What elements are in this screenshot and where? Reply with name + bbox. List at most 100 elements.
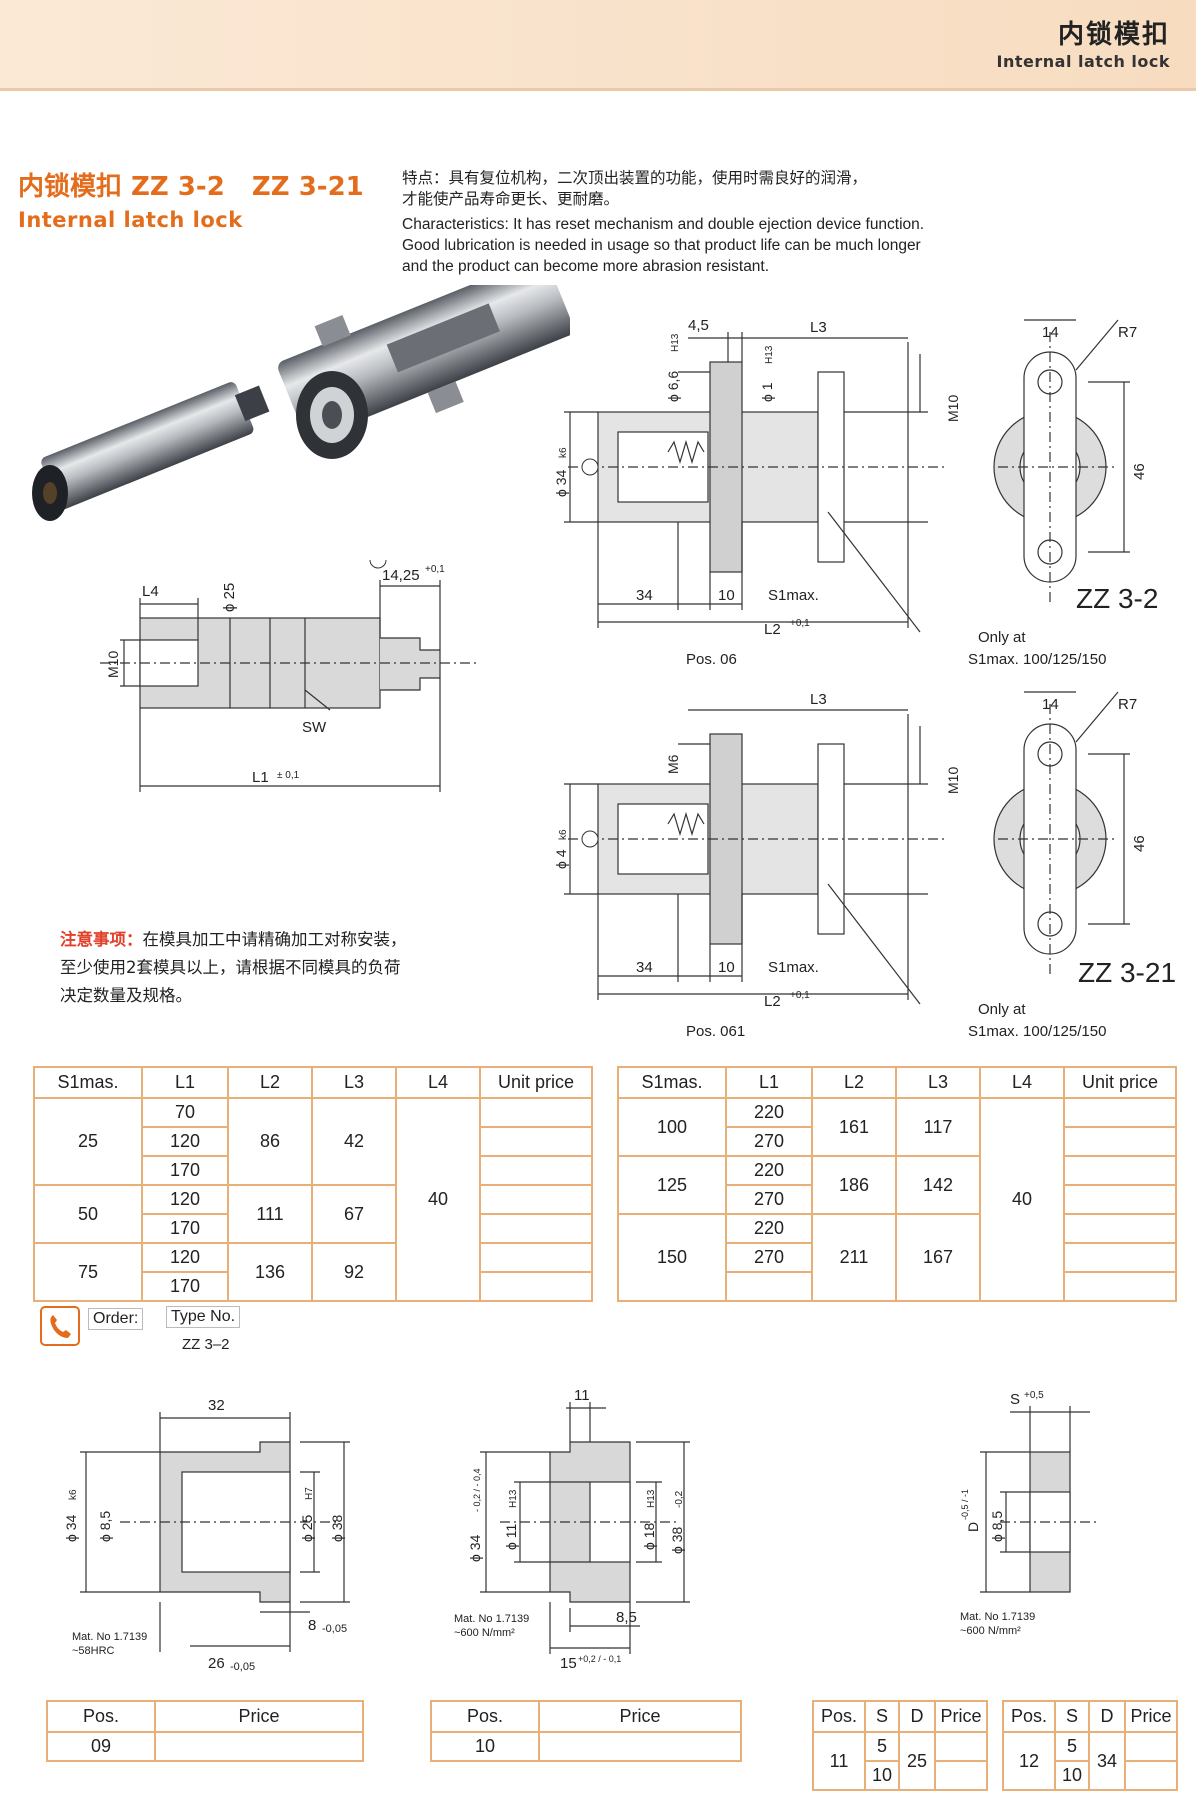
cell-price[interactable] xyxy=(1063,1271,1177,1302)
cell-price[interactable] xyxy=(154,1731,364,1762)
dim-phi85: ϕ 8,5 xyxy=(989,1511,1005,1542)
col-header: L1 xyxy=(141,1066,229,1099)
cell-l1: 170 xyxy=(141,1155,229,1186)
cell-l2: 161 xyxy=(811,1097,897,1157)
cell-price[interactable] xyxy=(479,1242,593,1273)
cell-price[interactable] xyxy=(934,1731,988,1762)
col-header: L1 xyxy=(725,1066,813,1099)
header-title-cn: 内锁模扣 xyxy=(1057,20,1170,50)
dim-phi11: ϕ 11 xyxy=(503,1524,519,1550)
only-at-2: S1max. 100/125/150 xyxy=(968,651,1106,668)
cell-price[interactable] xyxy=(1063,1213,1177,1244)
dim-phi34-tol: - 0,2 / - 0,4 xyxy=(472,1468,482,1512)
table-row: 170 xyxy=(34,1271,593,1302)
cell-price[interactable] xyxy=(479,1184,593,1215)
only-at-2: S1max. 100/125/150 xyxy=(968,1023,1106,1040)
cell-s1: 100 xyxy=(617,1097,727,1157)
col-header: Price xyxy=(934,1700,988,1733)
cell-pos: 09 xyxy=(46,1731,156,1762)
product-title-cn: 内锁模扣 ZZ 3-2 ZZ 3-21 xyxy=(18,172,364,202)
dim-phi38: ϕ 38 xyxy=(669,1526,685,1554)
dim-m10-side: M10 xyxy=(945,395,961,422)
cell-l1: 270 xyxy=(725,1242,813,1273)
cell-price[interactable] xyxy=(1063,1184,1177,1215)
cell-price[interactable] xyxy=(538,1731,742,1762)
table-row: 25 70 86 42 40 xyxy=(33,1097,593,1302)
cell-l2: 86 xyxy=(227,1097,313,1186)
pos11-drawing: S +0,5 D -0,5 / -1 ϕ 8,5 Mat. No 1.7139 … xyxy=(960,1390,1100,1637)
col-header: Price xyxy=(154,1700,364,1733)
cell-price[interactable] xyxy=(1063,1097,1177,1128)
features-text: 特点：具有复位机构，二次顶出装置的功能，使用时需良好的润滑， 才能使产品寿命更长… xyxy=(402,168,1042,277)
cell-price[interactable] xyxy=(479,1155,593,1186)
cell-s: 10 xyxy=(1054,1760,1090,1791)
col-header: L2 xyxy=(811,1066,897,1099)
col-header: L2 xyxy=(227,1066,313,1099)
table-row xyxy=(618,1271,1177,1302)
table-row: 170 xyxy=(34,1155,593,1186)
col-header: Pos. xyxy=(812,1700,866,1733)
cell-s: 5 xyxy=(1054,1731,1090,1762)
table-row: 125 220 186 142 xyxy=(617,1155,1177,1215)
dim-14: 14 xyxy=(1042,324,1059,341)
cell-price[interactable] xyxy=(479,1213,593,1244)
dim-8-tol: -0,05 xyxy=(322,1623,347,1635)
dim-26-tol: -0,05 xyxy=(230,1661,255,1673)
dim-m6: M6 xyxy=(665,754,681,774)
spec-table-left: S1mas. L1 L2 L3 L4 Unit price 25 70 86 4… xyxy=(33,1066,593,1302)
label-pos061: Pos. 061 xyxy=(686,1023,745,1040)
dim-m10-side: M10 xyxy=(945,767,961,794)
price-table-12: Pos. S D Price 12 5 34 10 xyxy=(1002,1700,1178,1791)
dim-phi25: ϕ 25 xyxy=(221,583,238,612)
phone-icon xyxy=(40,1306,80,1346)
cell-s: 10 xyxy=(864,1760,900,1791)
dim-46: 46 xyxy=(1131,463,1148,480)
dim-phi25: ϕ 25 xyxy=(299,1514,315,1542)
notes-block: 注意事项：在模具加工中请精确加工对称安装， 至少使用2套模具以上，请根据不同模具… xyxy=(60,926,500,1010)
dim-l1: L1 xyxy=(252,769,269,786)
cell-price[interactable] xyxy=(479,1126,593,1157)
table-header-row: S1mas. L1 L2 L3 L4 Unit price xyxy=(33,1066,593,1099)
cell-l1: 120 xyxy=(141,1184,229,1215)
header-band xyxy=(0,0,1196,91)
cell-l4: 40 xyxy=(979,1097,1065,1302)
order-label: Order: xyxy=(88,1308,144,1330)
dim-phi1: ϕ 1 xyxy=(759,382,775,402)
dim-s: S xyxy=(1010,1391,1020,1408)
dim-phi34: ϕ 34 xyxy=(63,1514,79,1542)
cell-l1: 170 xyxy=(141,1271,229,1302)
cell-l1: 120 xyxy=(141,1242,229,1273)
dim-s-tol: +0,5 xyxy=(1024,1390,1044,1401)
dim-45: 4,5 xyxy=(688,317,709,334)
dim-r7: R7 xyxy=(1118,696,1137,713)
cell-price[interactable] xyxy=(1063,1126,1177,1157)
dim-1425-tol: +0,1 xyxy=(425,564,445,575)
col-header: L4 xyxy=(395,1066,481,1099)
cell-l3: 117 xyxy=(895,1097,981,1157)
dim-34: 34 xyxy=(636,959,653,976)
dim-l2-tol: +0,1 xyxy=(790,990,810,1001)
cell-price[interactable] xyxy=(479,1271,593,1302)
dim-d-tol: -0,5 / -1 xyxy=(960,1489,970,1520)
cell-s1: 125 xyxy=(617,1155,727,1215)
table-row: 170 xyxy=(34,1213,593,1244)
dim-k6: k6 xyxy=(68,1489,79,1500)
table-row: 120 xyxy=(34,1126,593,1157)
dim-s1max: S1max. xyxy=(768,587,819,604)
col-header: Unit price xyxy=(479,1066,593,1099)
col-header: Pos. xyxy=(430,1700,540,1733)
material-line: ~58HRC xyxy=(72,1645,115,1657)
cell-price[interactable] xyxy=(934,1760,988,1791)
cell-price[interactable] xyxy=(1063,1242,1177,1273)
dim-l2: L2 xyxy=(764,621,781,638)
cell-price[interactable] xyxy=(1124,1760,1178,1791)
cell-price[interactable] xyxy=(479,1097,593,1128)
cell-price[interactable] xyxy=(1124,1731,1178,1762)
cell-l2: 136 xyxy=(227,1242,313,1302)
cell-l1: 220 xyxy=(725,1097,813,1128)
dim-phi4: ϕ 4 xyxy=(553,849,569,869)
dim-15: 15 xyxy=(560,1655,577,1672)
cell-price[interactable] xyxy=(1063,1155,1177,1186)
table-row: 150 220 211 167 xyxy=(617,1213,1177,1302)
dim-l2-tol: +0,1 xyxy=(790,618,810,629)
